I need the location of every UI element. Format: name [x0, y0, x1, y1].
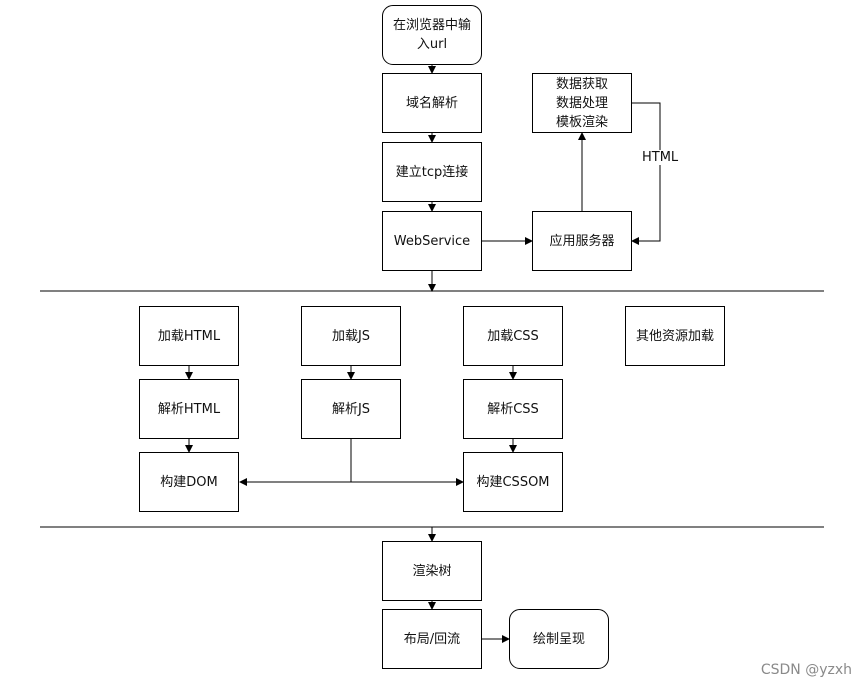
node-load-css: 加载CSS — [463, 306, 563, 366]
node-app-server-label: 应用服务器 — [549, 233, 615, 249]
node-load-css-label: 加载CSS — [487, 328, 539, 344]
csdn-watermark: CSDN @yzxh — [760, 662, 852, 678]
node-dns-resolve: 域名解析 — [382, 73, 482, 133]
node-build-dom-label: 构建DOM — [160, 474, 218, 490]
node-other-resources: 其他资源加载 — [625, 306, 725, 366]
node-build-cssom-label: 构建CSSOM — [476, 474, 550, 490]
node-tcp-connect-label: 建立tcp连接 — [395, 164, 469, 180]
node-dns-resolve-label: 域名解析 — [405, 95, 458, 111]
node-paint-label: 绘制呈现 — [532, 631, 585, 647]
arrow-dataproc-to-appserver-html — [631, 102, 661, 245]
node-load-js: 加载JS — [301, 306, 401, 366]
node-load-html-label: 加载HTML — [157, 328, 221, 344]
node-render-tree-label: 渲染树 — [412, 563, 452, 579]
node-input-url-label: 在浏览器中输 入url — [392, 18, 471, 52]
node-layout-reflow: 布局/回流 — [382, 609, 482, 669]
node-parse-css: 解析CSS — [463, 379, 563, 439]
node-layout-reflow-label: 布局/回流 — [403, 631, 461, 647]
node-build-dom: 构建DOM — [139, 452, 239, 512]
node-other-resources-label: 其他资源加载 — [635, 328, 714, 344]
node-parse-html: 解析HTML — [139, 379, 239, 439]
node-data-processing-label: 数据获取 数据处理 模板渲染 — [555, 76, 608, 130]
node-build-cssom: 构建CSSOM — [463, 452, 563, 512]
node-render-tree: 渲染树 — [382, 541, 482, 601]
node-parse-css-label: 解析CSS — [487, 401, 539, 417]
node-load-html: 加载HTML — [139, 306, 239, 366]
node-paint: 绘制呈现 — [509, 609, 609, 669]
node-parse-js: 解析JS — [301, 379, 401, 439]
node-webservice-label: WebService — [393, 233, 471, 249]
node-load-js-label: 加载JS — [331, 328, 371, 344]
edge-label-html: HTML — [641, 150, 680, 165]
node-webservice: WebService — [382, 211, 482, 271]
node-data-processing: 数据获取 数据处理 模板渲染 — [532, 73, 632, 133]
node-app-server: 应用服务器 — [532, 211, 632, 271]
node-parse-js-label: 解析JS — [331, 401, 371, 417]
node-tcp-connect: 建立tcp连接 — [382, 142, 482, 202]
node-parse-html-label: 解析HTML — [157, 401, 221, 417]
node-input-url: 在浏览器中输 入url — [382, 5, 482, 65]
